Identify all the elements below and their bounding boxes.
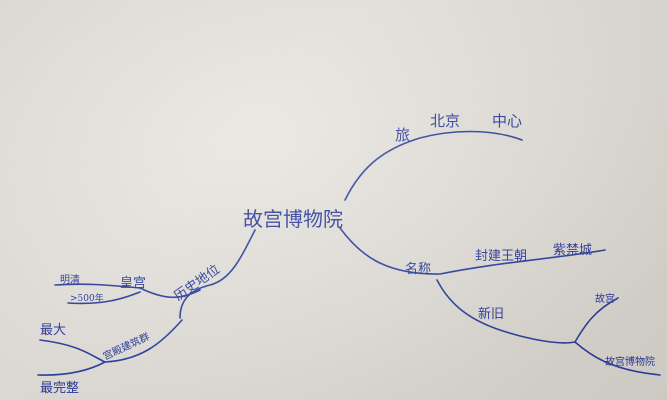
- center-topic: 故宫博物院: [243, 207, 343, 231]
- top-label-travel: 旅: [395, 126, 410, 144]
- branch-right-to-new: [436, 279, 576, 344]
- top-label-beijing: 北京: [430, 112, 460, 130]
- top-label-center: 中心: [492, 112, 522, 130]
- right-label-forbidden-city: 紫禁城: [553, 243, 592, 258]
- left-label-ming-qing: 明清: [60, 273, 80, 286]
- left-label-years: >500年: [70, 292, 104, 304]
- left-label-largest: 最大: [40, 323, 66, 338]
- branch-palace-to-years: [67, 291, 141, 305]
- right-label-feudal: 封建王朝: [475, 249, 527, 264]
- branch-new-to-museum: [574, 341, 661, 376]
- branch-architecture-to-complete: [37, 361, 106, 376]
- left-label-palace: 皇宫: [120, 276, 146, 291]
- branch-new-to-gugong: [574, 297, 619, 343]
- left-label-architecture: 宫殿建筑群: [101, 330, 152, 363]
- right-label-new-old: 新旧: [478, 306, 504, 322]
- right-label-gugong: 故宫: [595, 292, 615, 305]
- branch-center-to-top: [344, 130, 523, 201]
- branch-left-to-palace: [54, 283, 201, 299]
- right-label-name: 名称: [405, 261, 431, 277]
- branch-center-to-left: [179, 229, 256, 319]
- left-label-complete: 最完整: [40, 381, 79, 396]
- branch-center-to-right: [339, 227, 606, 275]
- right-label-museum: 故宫博物院: [605, 355, 655, 368]
